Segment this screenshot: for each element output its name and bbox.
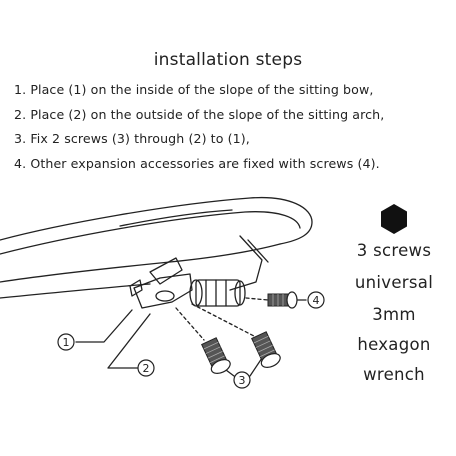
saddle-mount-illustration: 1 2 3 4 <box>0 196 325 389</box>
saddle-top-inner <box>0 211 301 255</box>
svg-text:4: 4 <box>313 294 320 307</box>
mount-plate <box>133 273 193 309</box>
saddle-bottom-outline <box>0 243 281 283</box>
side-text-screws: 3 screws <box>356 241 432 260</box>
callout-2: 2 <box>137 359 155 377</box>
side-text-hexagon: hexagon <box>357 335 431 354</box>
side-text-wrench: wrench <box>363 365 425 384</box>
saddle-edge-line <box>119 209 233 227</box>
callout-4: 4 <box>307 291 325 309</box>
callout-3: 3 <box>233 371 251 389</box>
page-title: installation steps <box>153 50 303 70</box>
screw-3b-guide <box>191 303 255 337</box>
screw-3a <box>201 337 231 374</box>
svg-text:3: 3 <box>239 374 246 387</box>
bracket-tab <box>129 279 143 297</box>
step-1: 1. Place (1) on the inside of the slope … <box>14 82 374 97</box>
side-text-size: 3mm <box>372 305 416 324</box>
step-3: 3. Fix 2 screws (3) through (2) to (1), <box>14 131 250 146</box>
screw-3a-guide <box>175 307 205 341</box>
saddle-rail <box>0 283 151 299</box>
svg-text:2: 2 <box>143 362 150 375</box>
rear-strut-inner <box>247 239 269 263</box>
screw-4 <box>267 291 298 309</box>
callout-1: 1 <box>57 333 75 351</box>
step-4: 4. Other expansion accessories are fixed… <box>14 155 380 171</box>
saddle-top-outline <box>0 196 313 245</box>
mount-hole <box>155 290 175 302</box>
rear-strut <box>229 235 263 291</box>
side-text-universal: universal <box>354 273 434 292</box>
inner-bracket <box>149 257 183 285</box>
svg-text:1: 1 <box>63 336 70 349</box>
installation-steps: 1. Place (1) on the inside of the slope … <box>14 78 454 176</box>
leader-1 <box>75 309 133 343</box>
screw-3b <box>251 331 281 368</box>
spacer-cylinder <box>189 279 246 307</box>
screw-4-guide <box>245 297 269 301</box>
hexagon-icon <box>381 204 407 234</box>
step-2: 2. Place (2) on the outside of the slope… <box>14 106 385 122</box>
leader-2 <box>107 313 151 369</box>
